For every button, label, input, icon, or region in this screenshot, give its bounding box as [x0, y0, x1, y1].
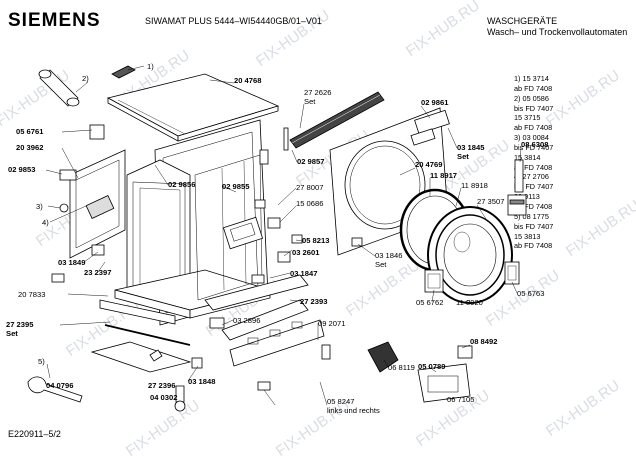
leader-lines — [45, 65, 522, 406]
part-number-label: 27 2396 — [148, 381, 176, 390]
part-number-label: 20 3962 — [16, 143, 44, 152]
part-number-label: 05 0789 — [418, 362, 446, 371]
part-number-label: 3) — [36, 202, 43, 211]
footnote-line: bis FD 7407 — [514, 142, 554, 152]
door-assembly — [399, 188, 513, 304]
footnote-line: ab FD 7408 — [514, 123, 553, 133]
part-number-label: 02 9856 — [168, 180, 196, 189]
footnote-line: 28 9113 — [514, 192, 540, 202]
seal-strip — [283, 91, 385, 151]
part-number-label: 03 1847 — [290, 269, 318, 278]
part-number-label: 03 1846 — [375, 251, 403, 260]
part-number-label: 27 2395 — [6, 320, 34, 329]
part-number-label: 27 2393 — [300, 297, 328, 306]
part-number-label: 05 8247 — [327, 397, 355, 406]
part-number-label: 06 7105 — [447, 395, 475, 404]
part-number-label: 1) — [147, 62, 154, 71]
part-number-label: 11 8920 — [456, 298, 483, 307]
footnote-line: bis FD 7407 — [514, 182, 554, 192]
footnote-line: 2) 05 0586 — [514, 93, 549, 103]
pump-parts — [367, 341, 473, 403]
part-number-label: 02 9855 — [222, 182, 250, 191]
hinge-parts — [424, 159, 527, 293]
footnote-line: 15 3715 — [514, 113, 541, 123]
footnote-line: 4) 27 2706 — [514, 172, 549, 182]
footnote-line: ab FD 7408 — [514, 162, 553, 172]
part-number-label: 5) — [38, 357, 45, 366]
part-number-label: 27 3507 — [477, 197, 505, 206]
part-number-label: Set — [304, 97, 316, 106]
part-number-label: 03 1848 — [188, 377, 216, 386]
part-number-label: 20 4768 — [234, 76, 262, 85]
model-title: SIWAMAT PLUS 5444–WI54440GB/01–V01 — [145, 16, 322, 26]
footnote-line: 15 3814 — [514, 152, 541, 162]
category-title: WASCHGERÄTE — [487, 16, 558, 26]
part-number-label: 02 9853 — [8, 165, 36, 174]
part-number-label: 4) — [42, 218, 49, 227]
footnote-line: 5) 08 1775 — [514, 211, 549, 221]
footnote-line: ab FD 7408 — [514, 241, 553, 251]
part-number-label: 09 2071 — [318, 319, 346, 328]
part-number-label: 06 8119 — [388, 363, 415, 372]
part-number-label: Set — [457, 152, 469, 161]
footnote-line: 3) 03 0084 — [514, 133, 549, 143]
footnote-line: bis FD 7407 — [514, 221, 554, 231]
bottom-parts — [27, 324, 192, 412]
footnote-line: 15 3813 — [514, 231, 541, 241]
category-subtitle: Wasch– und Trockenvollautomaten — [487, 27, 628, 37]
part-number-label: 23 2397 — [84, 268, 112, 277]
part-number-label: 02 9861 — [421, 98, 449, 107]
part-number-label: 27 8007 — [296, 183, 324, 192]
top-panel — [106, 73, 280, 142]
footnote-line: ab FD 7408 — [514, 201, 553, 211]
part-number-label: 27 2626 — [304, 88, 332, 97]
part-number-label: 04 0796 — [46, 381, 74, 390]
brand-logo: SIEMENS — [8, 10, 101, 31]
part-number-label: 05 6761 — [16, 127, 44, 136]
screw-parts — [38, 65, 136, 213]
part-number-label: 11 8918 — [461, 181, 488, 190]
part-number-label: 08 8492 — [470, 337, 498, 346]
part-number-label: 05 6762 — [416, 298, 444, 307]
drawing-code: E220911–5/2 — [8, 429, 61, 439]
part-number-label: 20 4769 — [415, 160, 443, 169]
part-number-label: 15 0686 — [296, 199, 324, 208]
part-number-label: Set — [6, 329, 18, 338]
part-number-label: 02 9857 — [297, 157, 325, 166]
footnote-line: bis FD 7407 — [514, 103, 554, 113]
exploded-parts-diagram — [27, 65, 527, 412]
base-brackets — [99, 274, 325, 367]
part-number-label: 11 8917 — [430, 171, 458, 180]
footnote-line: ab FD 7408 — [514, 83, 553, 93]
part-number-label: 03 1849 — [58, 258, 86, 267]
part-number-label: 03 2601 — [292, 248, 320, 257]
part-number-label: 2) — [82, 74, 89, 83]
part-number-label: 04 0302 — [150, 393, 178, 402]
front-panel — [69, 149, 126, 259]
part-number-label: 05 8213 — [302, 236, 330, 245]
part-number-label: 05 6763 — [517, 289, 545, 298]
part-number-label: 03 2896 — [233, 316, 261, 325]
part-number-label: links und rechts — [327, 406, 380, 415]
door-opening-panel — [329, 107, 450, 256]
part-number-label: 08 6308 — [521, 140, 549, 149]
part-number-label: Set — [375, 260, 387, 269]
part-number-label: 20 7833 — [18, 290, 46, 299]
part-number-label: 03 1845 — [457, 143, 485, 152]
footnote-line: 1) 15 3714 — [514, 74, 549, 83]
